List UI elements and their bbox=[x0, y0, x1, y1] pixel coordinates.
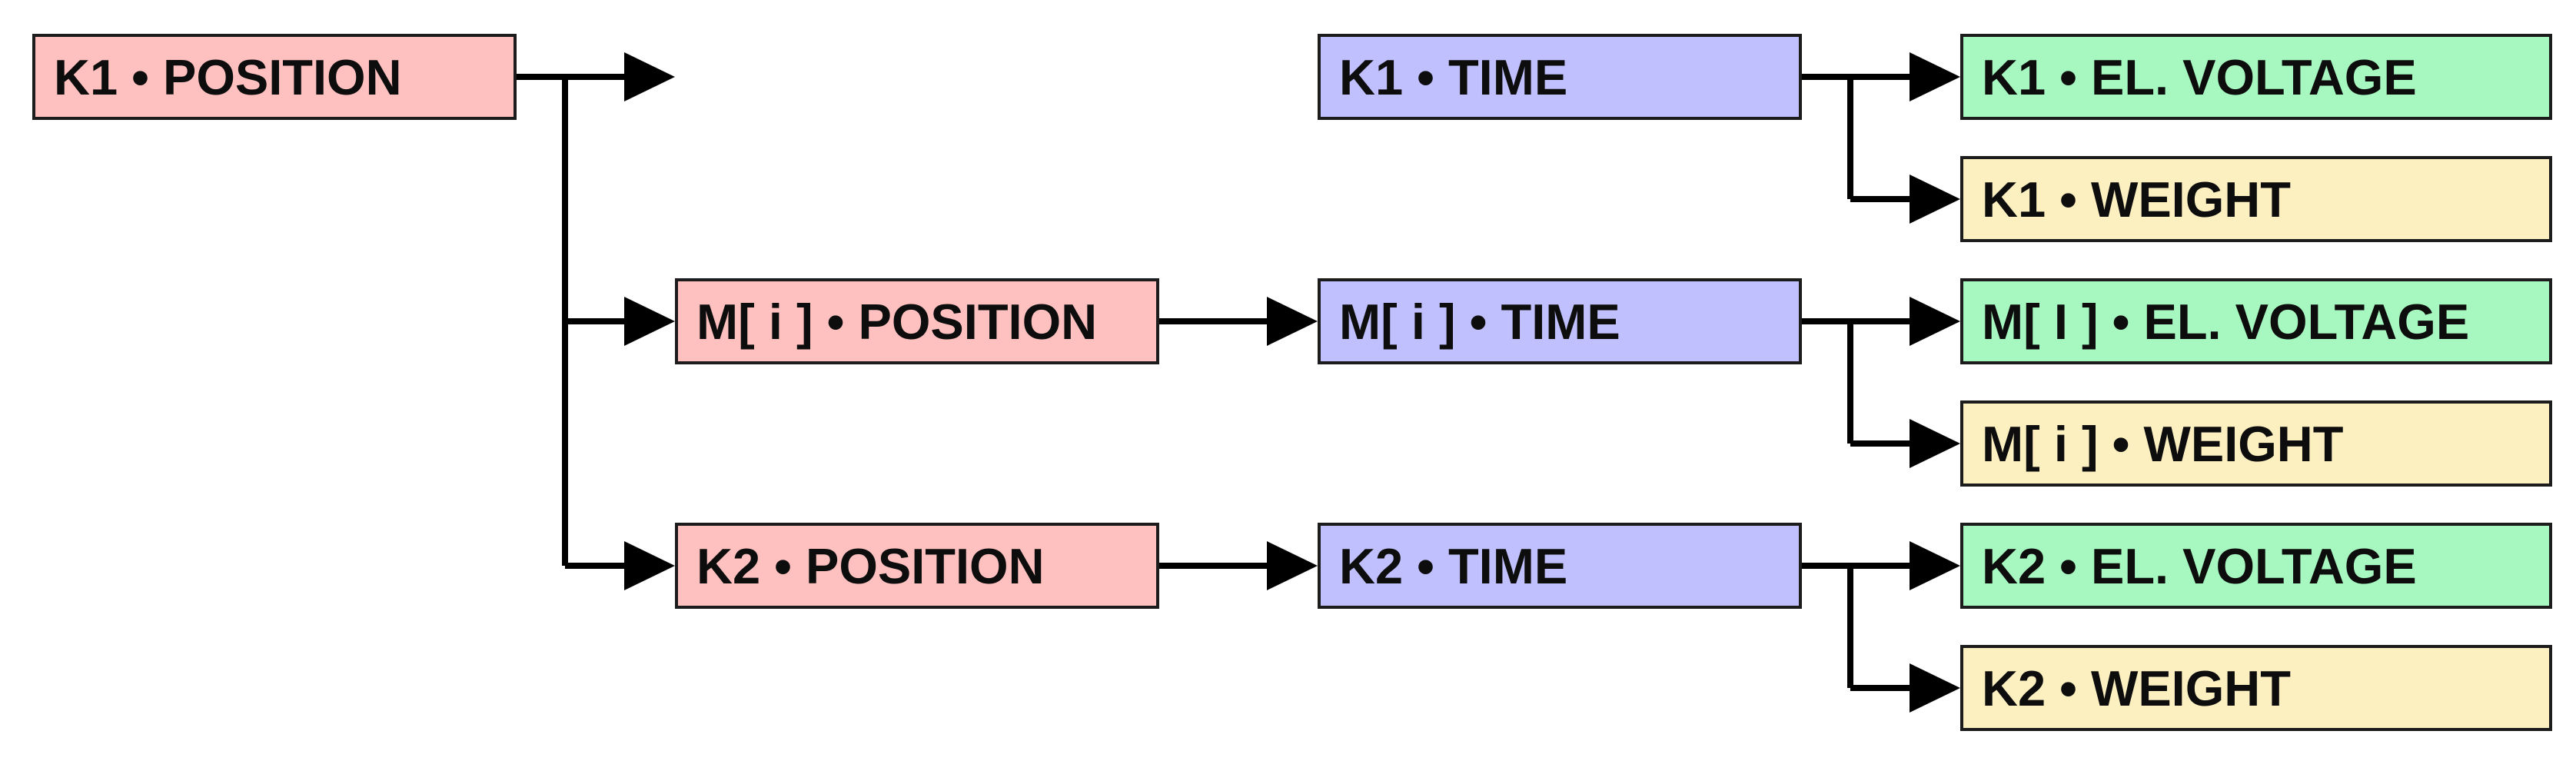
node-mi-time: M[ i ] • TIME bbox=[1318, 278, 1802, 364]
node-k2-weight: K2 • WEIGHT bbox=[1960, 645, 2552, 731]
arrowhead-k2time bbox=[1267, 541, 1318, 590]
node-k1-weight: K1 • WEIGHT bbox=[1960, 156, 2552, 242]
arrowhead-k1weight bbox=[1910, 174, 1960, 224]
node-mi-position: M[ i ] • POSITION bbox=[675, 278, 1159, 364]
node-k2-voltage: K2 • EL. VOLTAGE bbox=[1960, 523, 2552, 609]
node-k1-time: K1 • TIME bbox=[1318, 34, 1802, 120]
node-k2-time: K2 • TIME bbox=[1318, 523, 1802, 609]
arrowhead-miweight bbox=[1910, 419, 1960, 468]
node-mi-weight: M[ i ] • WEIGHT bbox=[1960, 400, 2552, 487]
arrowhead-k1volt bbox=[1910, 52, 1960, 101]
node-k2-position: K2 • POSITION bbox=[675, 523, 1159, 609]
node-k1-position: K1 • POSITION bbox=[32, 34, 517, 120]
arrowhead-mivolt bbox=[1910, 297, 1960, 346]
arrowhead-mitime bbox=[1267, 297, 1318, 346]
arrowhead-k2weight bbox=[1910, 663, 1960, 713]
arrowhead-mipos bbox=[624, 297, 675, 346]
arrowhead-k2pos bbox=[624, 541, 675, 590]
node-k1-voltage: K1 • EL. VOLTAGE bbox=[1960, 34, 2552, 120]
arrowhead-k2volt bbox=[1910, 541, 1960, 590]
node-mi-voltage: M[ I ] • EL. VOLTAGE bbox=[1960, 278, 2552, 364]
arrowhead-k1time bbox=[624, 52, 675, 101]
